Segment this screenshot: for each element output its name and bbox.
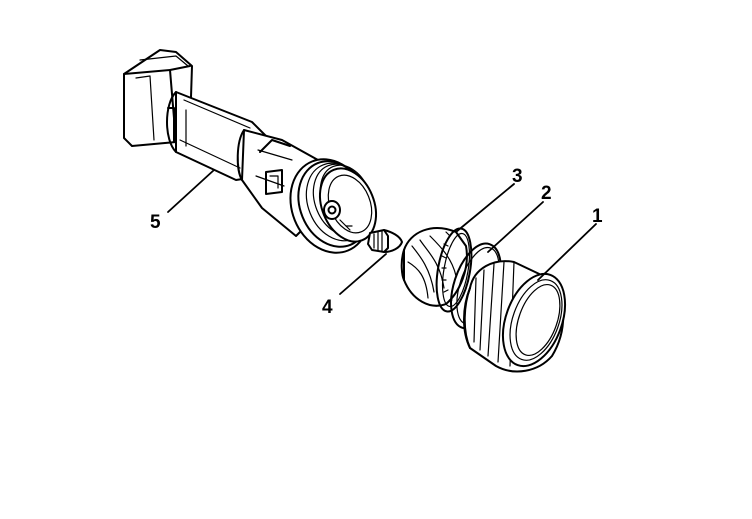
callout-3: 3 <box>512 166 523 187</box>
flashlight-body <box>123 49 377 254</box>
leader-lines <box>167 169 597 295</box>
leader-line-1 <box>537 223 597 281</box>
callout-2: 2 <box>541 183 552 204</box>
reflector-lens <box>400 227 473 313</box>
bulb <box>367 229 403 253</box>
callout-4: 4 <box>322 297 333 318</box>
leader-line-4 <box>339 253 387 295</box>
callout-5: 5 <box>150 212 161 233</box>
lens-retaining-ring <box>463 260 567 373</box>
leader-line-3 <box>455 183 515 233</box>
callout-labels: 1 2 3 4 5 <box>150 166 603 318</box>
callout-1: 1 <box>592 206 603 227</box>
leader-line-5 <box>167 169 215 213</box>
leader-line-2 <box>487 201 544 253</box>
